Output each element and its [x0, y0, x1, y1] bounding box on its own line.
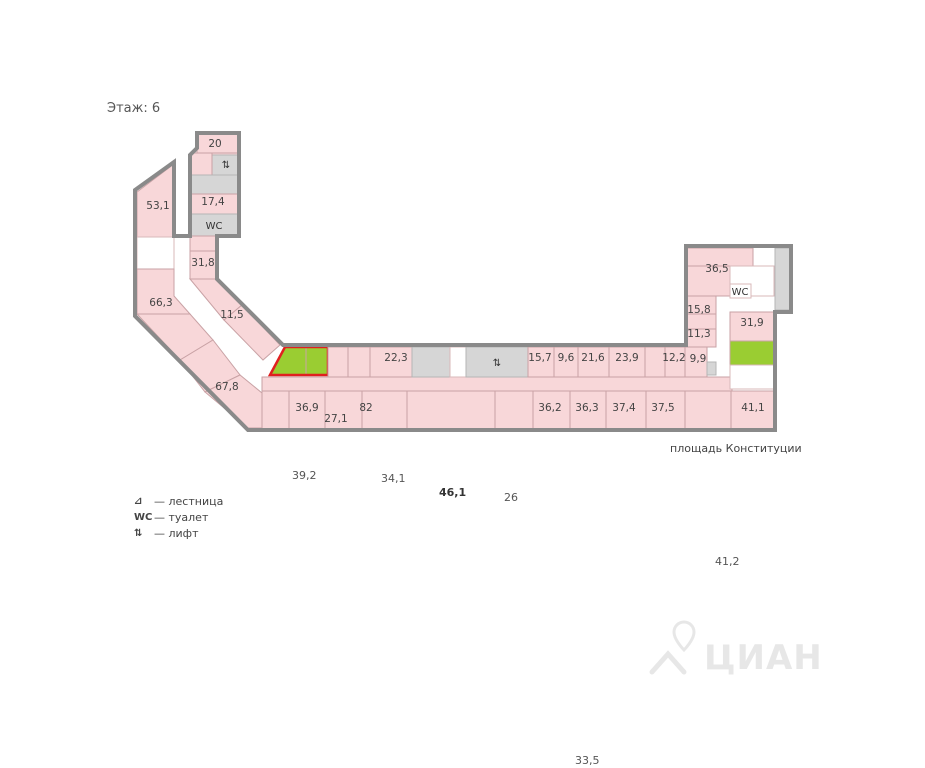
label-room-31-8: 31,8 [191, 257, 214, 269]
room-11-3[interactable] [685, 313, 717, 330]
lift-icon-mid: ⇅ [493, 358, 501, 369]
label-room-36-9: 36,9 [295, 402, 318, 414]
toilet-icon-left: WC [206, 221, 223, 232]
label-room-27-1: 27,1 [324, 413, 347, 425]
room-small-left[interactable] [189, 235, 218, 252]
service-tiny [706, 361, 717, 376]
label-room-11-5: 11,5 [220, 309, 243, 321]
label-room-37-5: 37,5 [651, 402, 674, 414]
room-41-1[interactable] [730, 390, 775, 430]
legend-lift: ⇅ — лифт [134, 527, 199, 540]
floating-label-33-5: 33,5 [575, 754, 600, 767]
label-room-17-4: 17,4 [201, 196, 225, 208]
floating-label-39-2: 39,2 [292, 469, 317, 482]
legend-stairs: ⊿ — лестница [134, 495, 223, 508]
label-room-22-3: 22,3 [384, 352, 407, 364]
label-room-36-5: 36,5 [705, 263, 728, 275]
corridor-right [729, 364, 775, 390]
floating-label-46-1: 46,1 [439, 486, 467, 499]
toilet-icon-right: WC [732, 287, 749, 298]
room-82[interactable] [361, 390, 408, 430]
room-36-5[interactable] [685, 265, 731, 297]
label-room-23-9: 23,9 [615, 352, 638, 364]
label-room-66-3: 66,3 [149, 297, 172, 309]
room-11-5[interactable] [223, 304, 281, 361]
room-bottom-12[interactable] [684, 390, 732, 430]
room-37-4[interactable] [605, 390, 647, 430]
service-block-mid [411, 346, 451, 378]
outer-wall [133, 131, 793, 432]
label-room-9-6: 9,6 [558, 352, 575, 364]
room-top-left-small[interactable] [189, 152, 213, 176]
room-22-3[interactable] [369, 346, 413, 378]
room-bottom-big[interactable] [406, 390, 496, 430]
legend-lift-label: — лифт [154, 527, 199, 540]
label-room-11-3: 11,3 [687, 328, 710, 340]
room-37-5[interactable] [645, 390, 686, 430]
room-36-9[interactable] [288, 390, 326, 430]
floor-label: Этаж: 6 [107, 101, 161, 116]
lift-icon: ⇅ [134, 528, 143, 539]
label-room-21-6: 21,6 [581, 352, 605, 364]
floating-label-34-1: 34,1 [381, 472, 406, 485]
stair-left [136, 236, 175, 270]
room-31-8[interactable] [189, 250, 218, 280]
label-room-20: 20 [208, 138, 221, 150]
corridor [261, 376, 733, 392]
watermark-text: ЦИАН [704, 638, 823, 678]
street-label: площадь Конституции [670, 442, 802, 455]
stairs-icon: ⊿ [134, 496, 143, 507]
label-room-82: 82 [359, 402, 372, 414]
label-room-41-1: 41,1 [741, 402, 764, 414]
label-room-12-2: 12,2 [662, 352, 685, 364]
label-room-15-8: 15,8 [687, 304, 710, 316]
service-block-1 [189, 174, 240, 195]
legend-toilet: WC — туалет [134, 511, 208, 524]
service-right [774, 247, 792, 311]
legend-toilet-label: — туалет [154, 511, 209, 524]
lift-icon-top: ⇅ [222, 160, 230, 171]
floating-label-41-2: 41,2 [715, 555, 740, 568]
label-room-67-8: 67,8 [215, 381, 238, 393]
room-27-1[interactable] [324, 390, 363, 430]
room-small-mid[interactable] [327, 346, 349, 378]
room-mid-2[interactable] [347, 346, 371, 378]
floating-label-26: 26 [504, 491, 518, 504]
label-room-36-2: 36,2 [538, 402, 561, 414]
toilet-icon: WC [134, 512, 153, 523]
room-selected-right[interactable] [729, 340, 775, 366]
label-room-31-9: 31,9 [740, 317, 763, 329]
label-room-36-3: 36,3 [575, 402, 598, 414]
gap-mid [449, 346, 467, 378]
room-bottom-1[interactable] [261, 390, 290, 430]
watermark-pin-icon [649, 620, 696, 675]
watermark: ЦИАН [648, 616, 833, 686]
legend-stairs-label: — лестница [154, 495, 224, 508]
wc-right [729, 283, 752, 299]
label-room-15-7: 15,7 [528, 352, 551, 364]
room-bottom-7[interactable] [494, 390, 534, 430]
label-room-9-9: 9,9 [690, 353, 707, 365]
label-room-53-1: 53,1 [146, 200, 169, 212]
label-room-37-4: 37,4 [612, 402, 636, 414]
